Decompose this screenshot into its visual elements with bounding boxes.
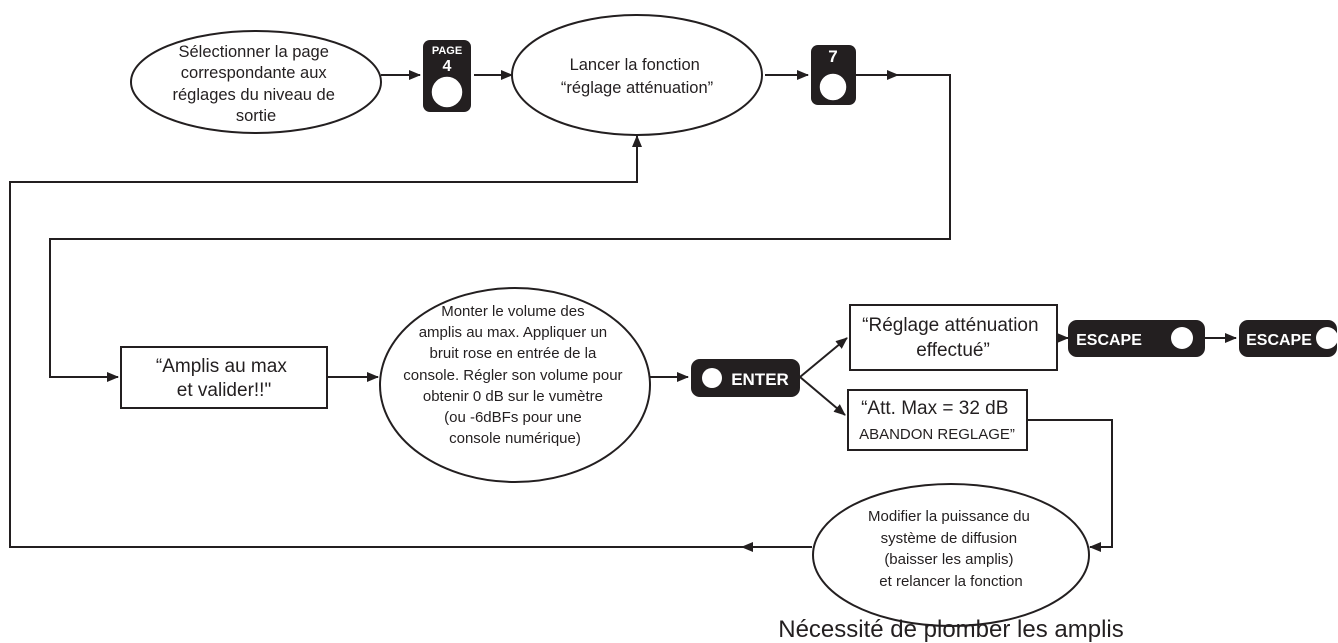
reglage-effectue-line-2: effectué” xyxy=(916,340,990,361)
amplis-max-line-1: “Amplis au max xyxy=(156,356,287,377)
connectors xyxy=(9,70,1237,552)
enter-key-label: ENTER xyxy=(731,370,789,389)
arrow-enter-to-reglage xyxy=(799,337,848,378)
escape-key-1[interactable]: ESCAPE xyxy=(1068,320,1205,357)
monter-volume-line-1: Monter le volume des xyxy=(441,303,584,320)
att-max-line-2: ABANDON REGLAGE” xyxy=(859,426,1015,443)
node-monter-volume: Monter le volume des amplis au max. Appl… xyxy=(379,287,651,483)
monter-volume-line-6: (ou -6dBFs pour une xyxy=(444,409,582,426)
monter-volume-line-4: console. Régler son volume pour xyxy=(403,367,622,384)
monter-volume-line-7: console numérique) xyxy=(449,430,581,447)
launch-function-line-1: Lancer la fonction xyxy=(570,56,700,74)
node-select-page: Sélectionner la page correspondante aux … xyxy=(130,30,382,134)
svg-text:Sélectionner la page cor: Sélectionner la page correspondante aux … xyxy=(173,43,340,125)
escape-key-2-label: ESCAPE xyxy=(1246,332,1312,349)
att-max-line-1: “Att. Max = 32 dB xyxy=(861,398,1008,419)
escape-key-1-label: ESCAPE xyxy=(1076,332,1142,349)
connector-bottom-loop-to-launch xyxy=(9,135,742,548)
select-page-line-4: sortie xyxy=(236,107,276,125)
key-button-circle-icon xyxy=(1171,327,1193,349)
node-amplis-max: “Amplis au max et valider!!" xyxy=(120,346,328,409)
node-att-max: “Att. Max = 32 dB ABANDON REGLAGE” xyxy=(847,389,1028,451)
connector-attmax-to-modifier xyxy=(1027,419,1113,552)
node-modifier-puissance: Modifier la puissance du système de diff… xyxy=(812,483,1090,627)
svg-text:“Amplis au max et valide: “Amplis au max et valider!!" xyxy=(156,356,292,401)
escape-key-2[interactable]: ESCAPE xyxy=(1239,320,1338,357)
modifier-puissance-line-2: système de diffusion xyxy=(881,530,1017,547)
enter-key[interactable]: ENTER xyxy=(691,359,800,397)
svg-text:Modifier la puissance du: Modifier la puissance du système de diff… xyxy=(868,508,1034,590)
monter-volume-line-5: obtenir 0 dB sur le vumètre xyxy=(423,388,603,405)
key-button-circle-icon xyxy=(818,72,848,102)
amplis-max-line-2: et valider!!" xyxy=(177,380,271,401)
modifier-puissance-line-3: (baisser les amplis) xyxy=(884,551,1013,568)
node-reglage-effectue: “Réglage atténuation effectué” xyxy=(849,304,1058,371)
launch-function-line-2: “réglage atténuation” xyxy=(561,79,713,97)
select-page-line-1: Sélectionner la page xyxy=(178,43,328,61)
caption: Nécessité de plomber les amplis xyxy=(778,616,1123,643)
arrow-enter-to-attmax xyxy=(799,376,846,416)
page-4-key[interactable]: PAGE 4 xyxy=(423,40,471,112)
modifier-puissance-line-1: Modifier la puissance du xyxy=(868,508,1030,525)
node-launch-function: Lancer la fonction “réglage atténuation” xyxy=(511,14,763,136)
key-button-circle-icon xyxy=(702,368,722,388)
svg-text:Monter le volume des amp: Monter le volume des amplis au max. Appl… xyxy=(403,303,626,447)
svg-text:Lancer la fonction “régl: Lancer la fonction “réglage atténuation” xyxy=(561,56,713,97)
monter-volume-line-2: amplis au max. Appliquer un xyxy=(419,324,607,341)
monter-volume-line-3: bruit rose en entrée de la xyxy=(430,345,597,362)
select-page-line-2: correspondante aux xyxy=(181,64,328,82)
svg-text:“Réglage atténuation eff: “Réglage atténuation effectué” xyxy=(862,315,1044,361)
seven-key[interactable]: 7 xyxy=(811,45,856,105)
svg-text:“Att. Max = 32 dB ABANDO: “Att. Max = 32 dB ABANDON REGLAGE” xyxy=(859,398,1015,443)
key-button-circle-icon xyxy=(430,75,464,109)
key-button-circle-icon xyxy=(1316,327,1338,349)
seven-key-label: 7 xyxy=(828,47,837,66)
page-key-label: PAGE xyxy=(432,45,462,57)
modifier-puissance-line-4: et relancer la fonction xyxy=(879,573,1022,590)
reglage-effectue-line-1: “Réglage atténuation xyxy=(862,315,1038,336)
connector-right-down-left xyxy=(49,74,951,382)
page-key-number: 4 xyxy=(443,58,452,75)
select-page-line-3: réglages du niveau de xyxy=(173,86,335,104)
